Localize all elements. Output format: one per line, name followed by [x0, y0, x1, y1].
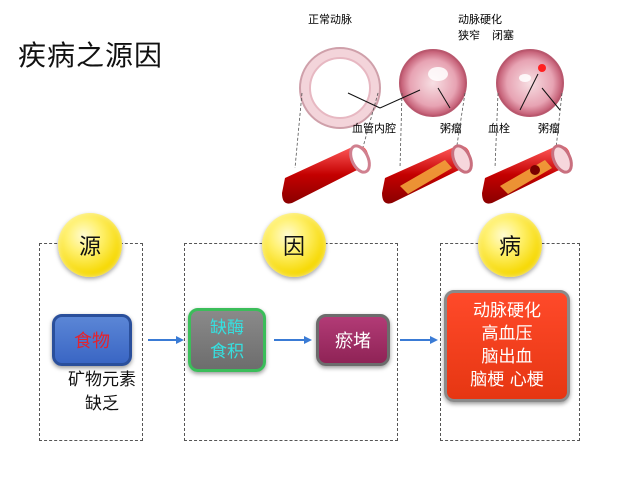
food-label: 食物 — [74, 331, 110, 352]
enzyme-box: 缺酶 食积 — [188, 308, 266, 372]
label-lumen: 血管内腔 — [352, 121, 396, 135]
vessel-occlusion — [482, 144, 573, 204]
label-thrombus: 血栓 — [488, 121, 510, 135]
vessel-stenosis — [382, 144, 473, 204]
cause-circle: 因 — [262, 213, 326, 277]
block-box: 瘀堵 — [316, 314, 390, 366]
enzyme-label-line2: 食积 — [210, 342, 244, 362]
label-plaque-2: 粥瘤 — [538, 121, 560, 135]
disease-line-2: 高血压 — [481, 324, 533, 344]
mineral-note: 矿物元素 缺乏 — [52, 368, 152, 416]
label-stenosis: 狭窄 — [458, 28, 480, 42]
vessel-normal — [282, 144, 371, 204]
note-line-1: 矿物元素 — [68, 370, 136, 390]
disease-box: 动脉硬化 高血压 脑出血 脑梗 心梗 — [444, 290, 570, 402]
arrow-food-to-enzyme — [148, 336, 184, 344]
disease-line-3: 脑出血 — [481, 347, 533, 367]
artery-illustration: 正常动脉 动脉硬化 狭窄 闭塞 血管内腔 粥瘤 血栓 粥瘤 — [282, 12, 573, 204]
enzyme-label-line1: 缺酶 — [210, 318, 244, 338]
block-label: 瘀堵 — [335, 331, 371, 352]
note-line-2: 缺乏 — [85, 394, 119, 414]
label-atherosclerosis: 动脉硬化 — [458, 12, 502, 26]
arrow-enzyme-to-block — [274, 336, 312, 344]
page-title: 疾病之源因 — [18, 39, 164, 72]
label-normal-artery: 正常动脉 — [308, 12, 352, 26]
disease-line-1: 动脉硬化 — [473, 301, 541, 321]
disease-line-4: 脑梗 心梗 — [470, 370, 544, 390]
arrow-block-to-disease — [400, 336, 438, 344]
normal-artery-cross-section — [299, 47, 381, 129]
food-box: 食物 — [52, 314, 132, 366]
label-occlusion: 闭塞 — [492, 28, 514, 42]
occlusion-cross-section — [496, 49, 564, 117]
disease-circle: 病 — [478, 213, 542, 277]
stenosis-cross-section — [399, 49, 467, 117]
source-circle: 源 — [58, 213, 122, 277]
label-plaque-1: 粥瘤 — [440, 121, 462, 135]
